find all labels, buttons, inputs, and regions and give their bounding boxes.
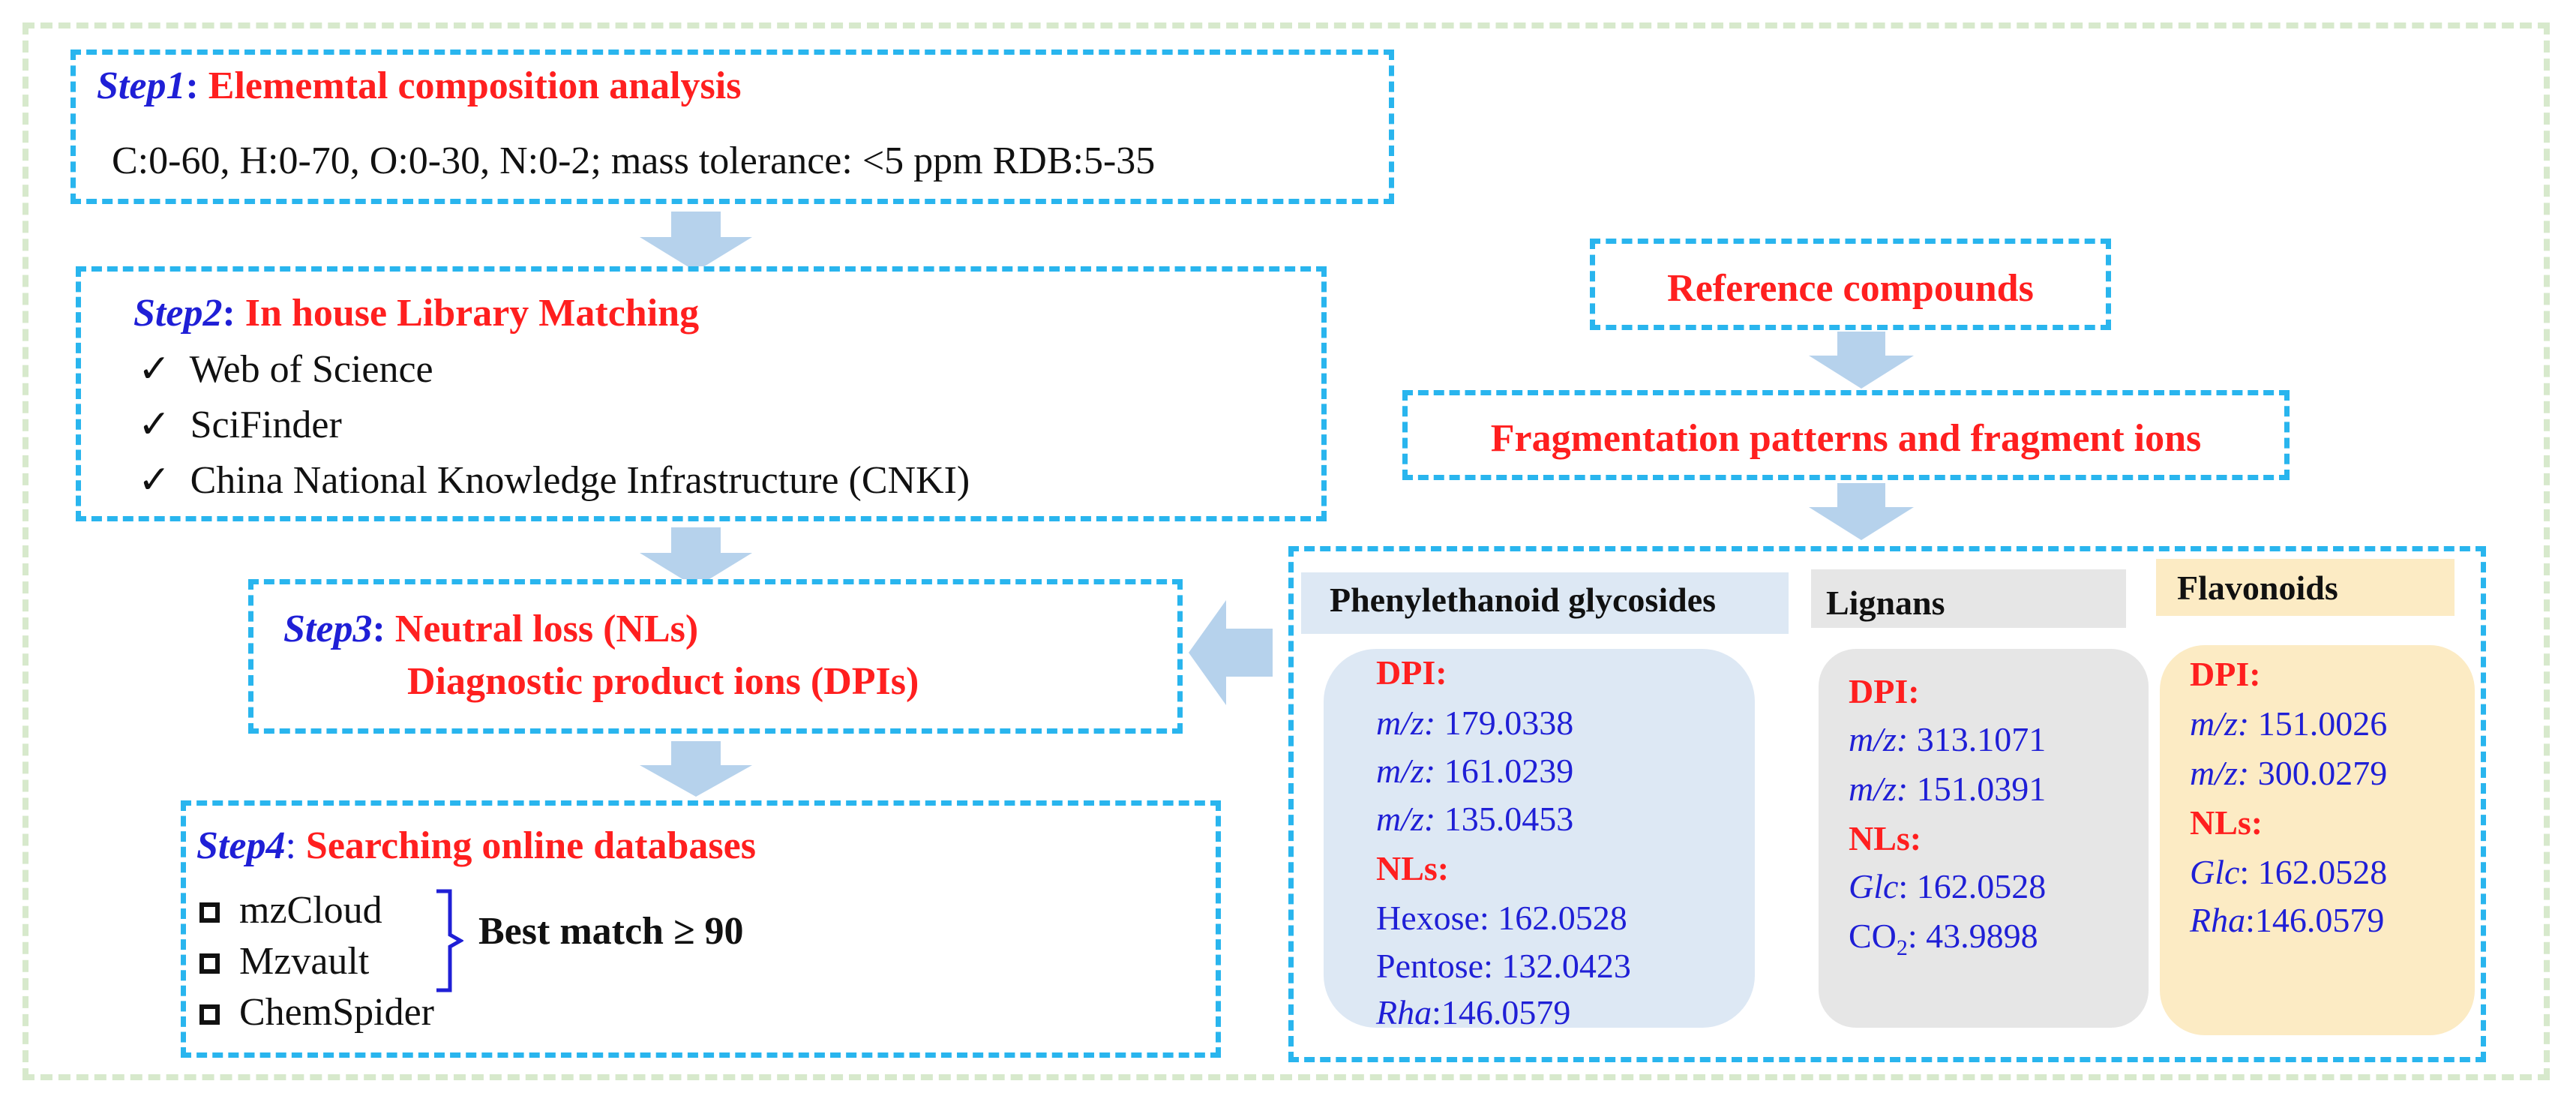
step3-heading: Step3: Neutral loss (NLs) [283,608,699,650]
arrow-down-icon [1809,483,1914,540]
lignans-dpi-label: DPI: [1849,672,1920,710]
step3-title-line2: Diagnostic product ions (DPIs) [407,660,919,703]
step4-label: Step4 [196,824,286,867]
lignans-header-bg [1811,569,2126,628]
arrow-down-icon [640,527,752,587]
phenylethanoid-dpi-label: DPI: [1376,653,1447,692]
reference-title: Reference compounds [1667,267,2034,310]
flavonoids-nls-item: Glc: 162.0528 [2190,853,2388,891]
lignans-nls-item: Glc: 162.0528 [1849,867,2047,905]
step3-box: Step3: Neutral loss (NLs) Diagnostic pro… [248,579,1183,734]
phenylethanoid-dpi-item: m/z: 179.0338 [1376,704,1574,742]
step4-title: Searching online databases [305,824,756,867]
fragmentation-title: Fragmentation patterns and fragment ions [1490,417,2202,460]
checkbox-icon [199,953,220,974]
step1-detail: C:0-60, H:0-70, O:0-30, N:0-2; mass tole… [112,140,1156,182]
checkbox-icon [199,1004,220,1025]
step4-item: ChemSpider [199,990,434,1034]
flavonoids-nls-item: Rha:146.0579 [2190,901,2385,939]
phenylethanoid-dpi-item: m/z: 135.0453 [1376,800,1574,838]
step4-item: Mzvault [199,939,369,983]
arrow-down-icon [1809,332,1914,389]
outer-frame [22,23,2550,1080]
compound-classes-box: Phenylethanoid glycosides DPI: m/z: 179.… [1288,546,2486,1062]
step2-item: ✓ China National Knowledge Infrastructur… [138,459,970,502]
step2-item: ✓ Web of Science [138,348,433,391]
brace-icon [436,889,463,992]
flavonoids-dpi-item: m/z: 151.0026 [2190,704,2388,743]
step3-label: Step3 [283,608,373,650]
step4-box: Step4: Searching online databases mzClou… [181,800,1221,1058]
checkbox-icon [199,902,220,923]
checkmark-icon: ✓ [138,404,171,446]
phenylethanoid-nls-item: Hexose: 162.0528 [1376,899,1627,937]
checkmark-icon: ✓ [138,459,171,502]
phenylethanoid-nls-label: NLs: [1376,849,1450,887]
arrow-left-icon [1189,600,1273,705]
step1-title: Elememtal composition analysis [208,65,742,107]
lignans-dpi-item: m/z: 313.1071 [1849,720,2047,758]
step1-heading: Step1: Elememtal composition analysis [97,65,742,107]
reference-box: Reference compounds [1590,239,2111,330]
lignans-header: Lignans [1826,584,1945,622]
phenylethanoid-header: Phenylethanoid glycosides [1330,581,1717,619]
lignans-dpi-item: m/z: 151.0391 [1849,770,2047,808]
checkmark-icon: ✓ [138,348,171,391]
lignans-nls-item: CO2: 43.9898 [1849,917,2038,961]
best-match-label: Best match ≥ 90 [478,910,744,953]
step2-heading: Step2: In house Library Matching [133,292,700,335]
step1-label: Step1 [97,65,186,107]
phenylethanoid-panel: DPI: m/z: 179.0338 m/z: 161.0239 m/z: 13… [1324,649,1755,1031]
lignans-nls-label: NLs: [1849,819,1922,857]
flavonoids-header-bg [2156,559,2455,616]
flavonoids-dpi-label: DPI: [2190,655,2261,693]
step2-box: Step2: In house Library Matching ✓ Web o… [76,266,1327,521]
flavonoids-header: Flavonoids [2177,569,2338,607]
arrow-down-icon [640,741,752,797]
flavonoids-nls-label: NLs: [2190,803,2263,842]
phenylethanoid-nls-item: Pentose: 132.0423 [1376,947,1631,985]
flavonoids-dpi-item: m/z: 300.0279 [2190,754,2388,792]
step1-box: Step1: Elememtal composition analysis C:… [70,50,1394,204]
phenylethanoid-dpi-item: m/z: 161.0239 [1376,752,1574,790]
phenylethanoid-header-bg [1301,572,1789,634]
step3-title-line1: Neutral loss (NLs) [394,608,699,650]
step2-label: Step2 [133,292,223,335]
step4-heading: Step4: Searching online databases [196,824,756,867]
phenylethanoid-nls-item: Rha:146.0579 [1376,993,1571,1031]
fragmentation-box: Fragmentation patterns and fragment ions [1402,390,2290,480]
flavonoids-panel: DPI: m/z: 151.0026 m/z: 300.0279 NLs: Gl… [2160,645,2475,1035]
step2-item: ✓ SciFinder [138,404,342,446]
step2-title: In house Library Matching [244,292,700,335]
lignans-panel: DPI: m/z: 313.1071 m/z: 151.0391 NLs: Gl… [1819,649,2149,1028]
step4-item: mzCloud [199,888,382,932]
arrow-down-icon [640,212,752,272]
